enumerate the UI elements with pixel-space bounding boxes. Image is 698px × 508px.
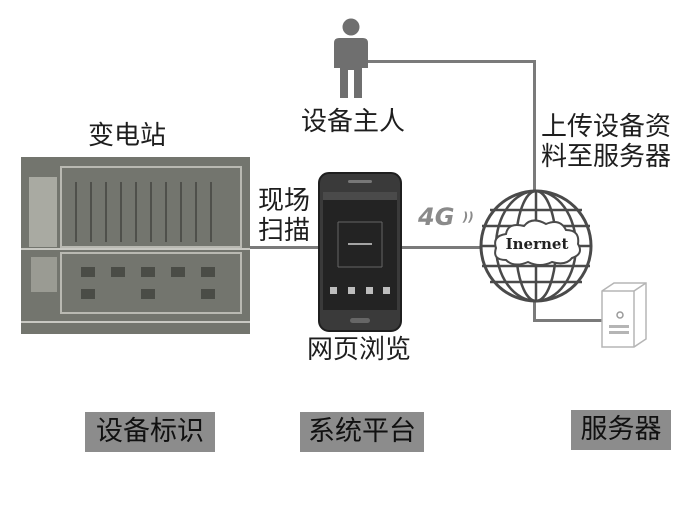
- internet-globe-icon: [479, 189, 593, 303]
- substation-photo: [21, 157, 250, 334]
- person-icon: [334, 18, 368, 98]
- internet-label: Inernet: [505, 235, 569, 253]
- substation-label: 变电站: [88, 121, 167, 151]
- connector-owner-top: [359, 60, 536, 63]
- server-icon: [601, 282, 647, 348]
- tag-server: 服务器: [571, 410, 671, 450]
- scan-label-line2: 扫描: [258, 216, 311, 246]
- connector-substation-phone: [248, 246, 320, 249]
- scan-label-line1: 现场: [258, 186, 311, 216]
- owner-label: 设备主人: [301, 107, 406, 137]
- connector-to-server: [533, 319, 608, 322]
- upload-label-line2: 料至服务器: [541, 142, 672, 172]
- signal-arcs: )): [462, 210, 474, 224]
- tag-device-identification: 设备标识: [85, 412, 215, 452]
- connector-phone-globe: [400, 246, 490, 249]
- tag-system-platform: 系统平台: [300, 412, 424, 452]
- smartphone-icon: [318, 172, 402, 332]
- 4g-label: 4G: [418, 203, 455, 231]
- upload-label-line1: 上传设备资: [541, 112, 672, 142]
- 4g-icon: 4G )): [418, 203, 474, 231]
- browse-label: 网页浏览: [307, 335, 412, 365]
